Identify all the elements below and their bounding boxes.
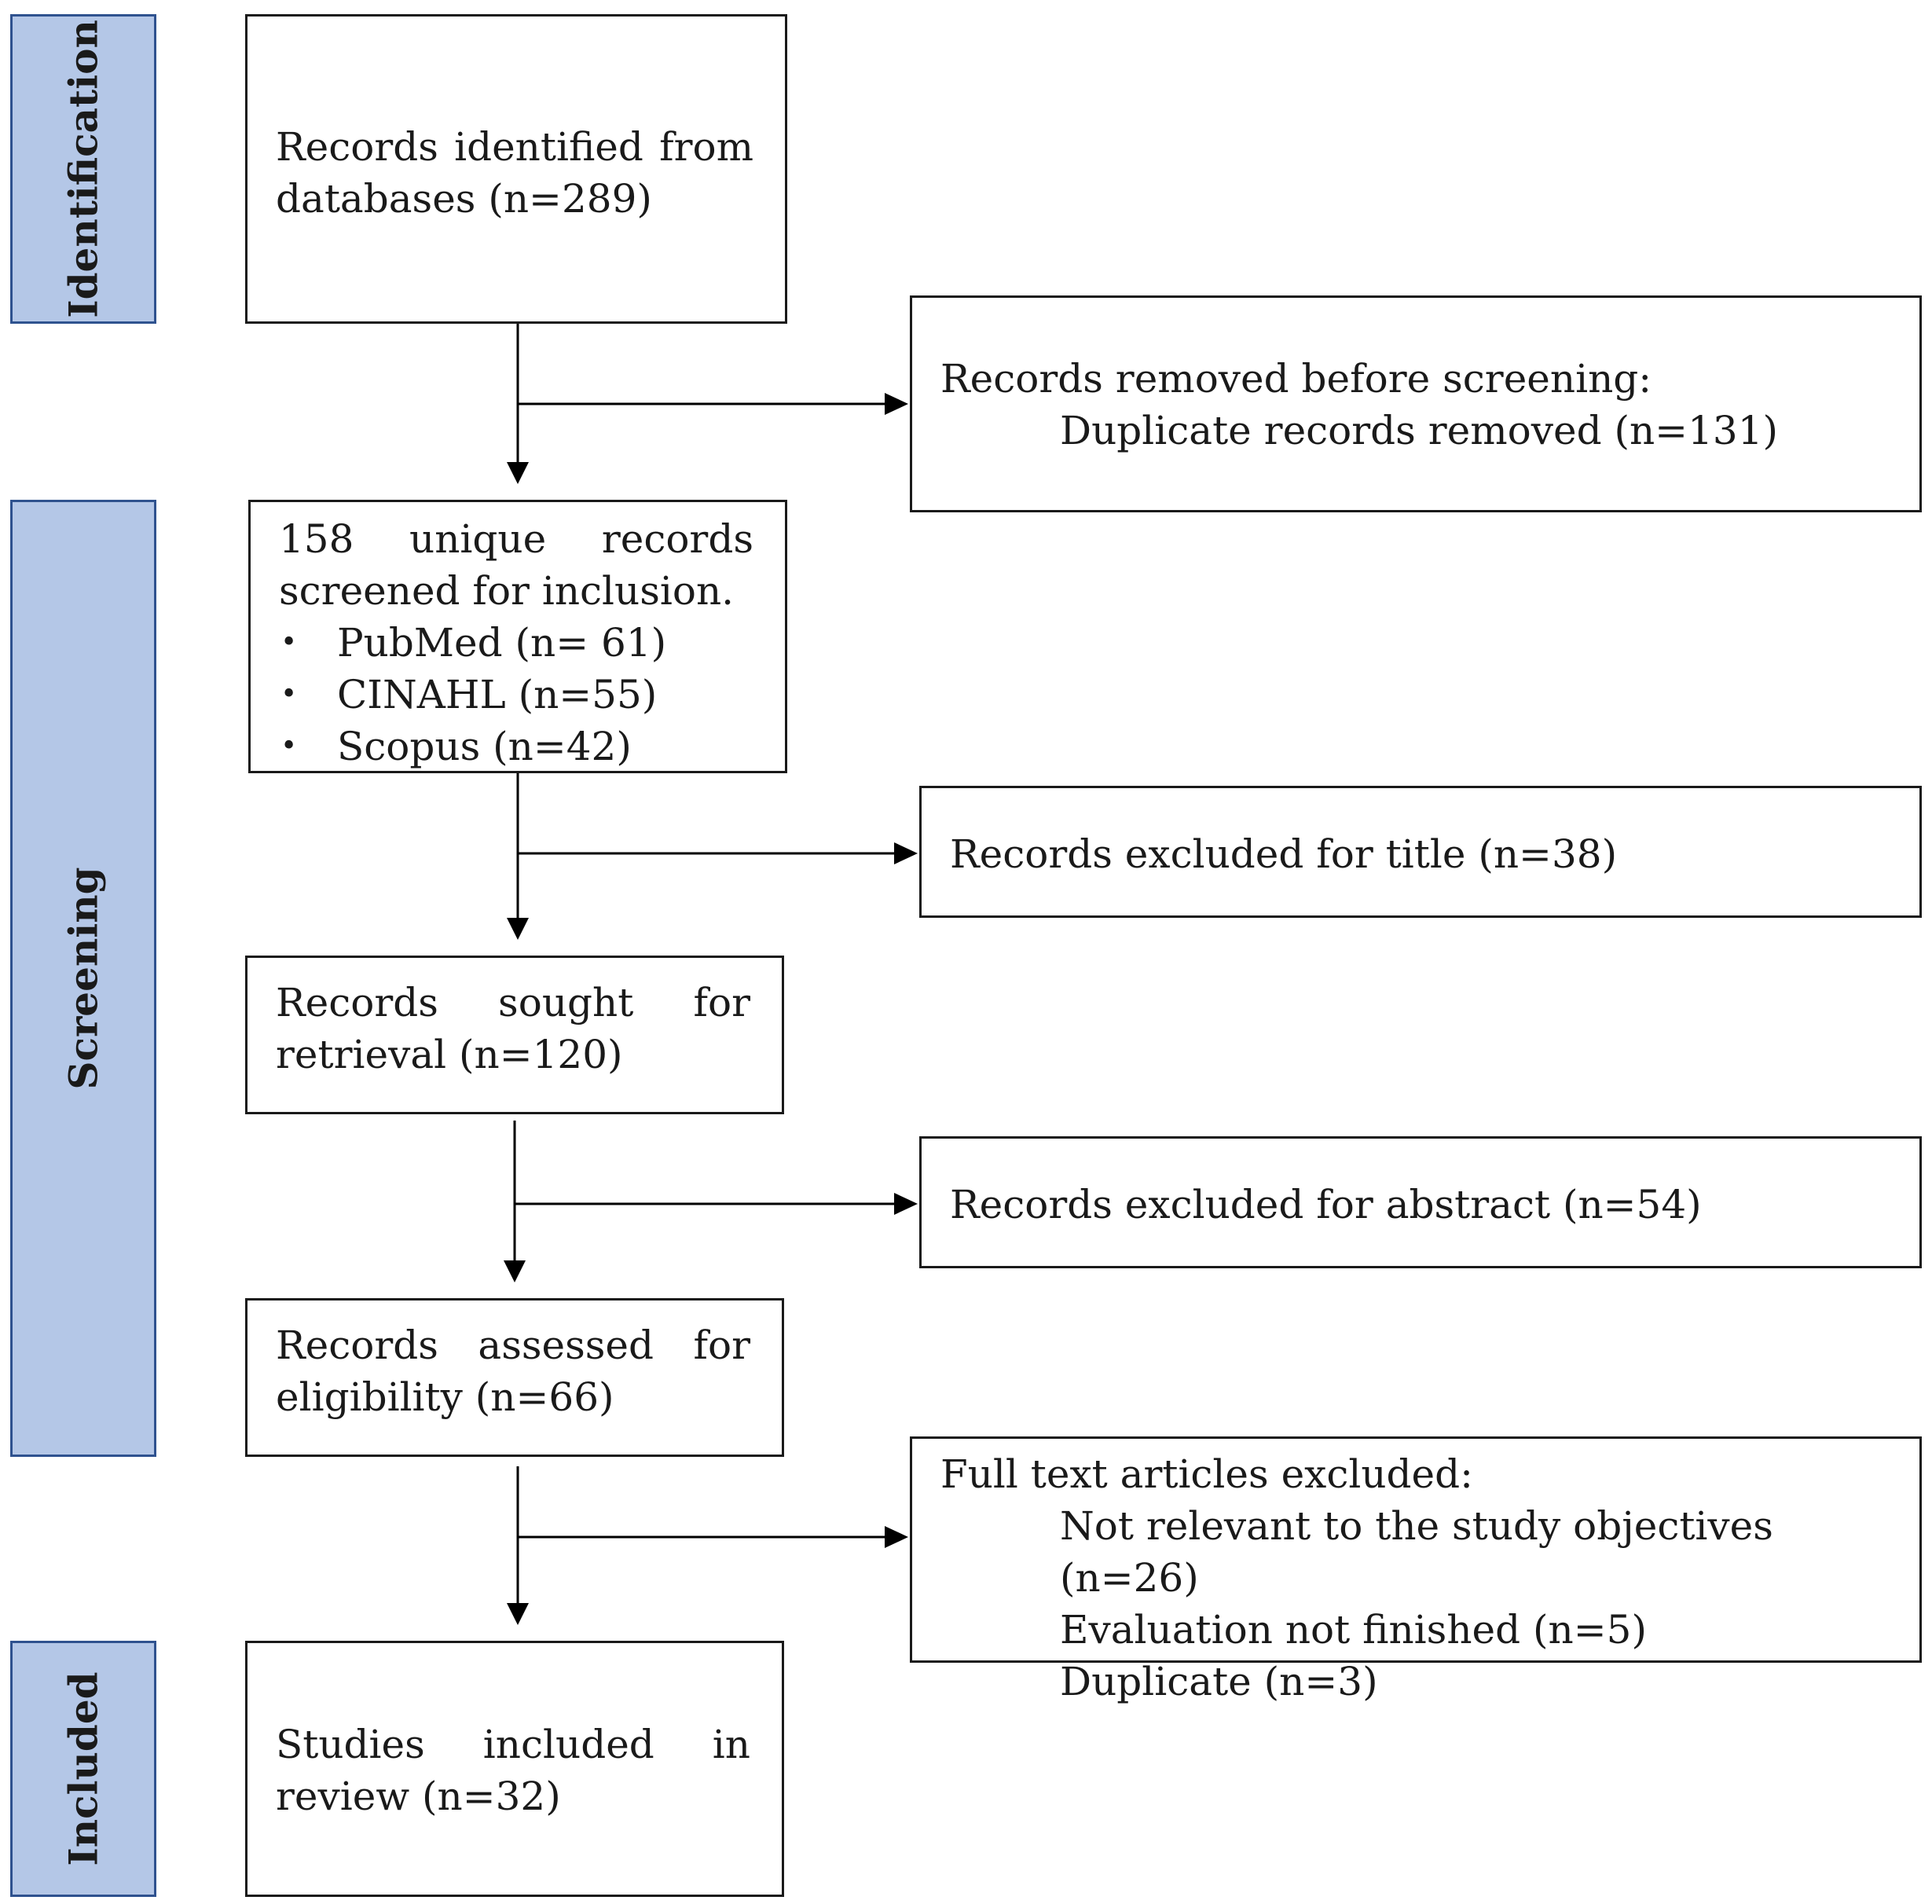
- arrowhead-down: [507, 918, 529, 940]
- excluded-abstract-text: Records excluded for abstract (n=54): [950, 1182, 1702, 1227]
- phase-included: Included: [10, 1641, 156, 1897]
- full-text-excluded-heading: Full text articles excluded:: [940, 1451, 1474, 1497]
- screened-database-list: PubMed (n= 61) CINAHL (n=55) Scopus (n=4…: [279, 617, 753, 772]
- arrowhead-right: [894, 1193, 918, 1215]
- duplicate-records-removed: Duplicate records removed (n=131): [1060, 408, 1779, 453]
- arrowhead-right: [885, 1526, 908, 1548]
- arrowhead-down: [507, 1603, 529, 1625]
- arrowhead-right: [885, 393, 908, 415]
- assessed-eligibility-text: Records assessed for eligibility (n=66): [276, 1323, 750, 1420]
- arrowhead-down: [504, 1260, 526, 1282]
- excluded-abstract-box: Records excluded for abstract (n=54): [919, 1136, 1922, 1268]
- excluded-title-box: Records excluded for title (n=38): [919, 786, 1922, 918]
- screened-box: 158 unique records screened for inclusio…: [248, 500, 787, 773]
- full-text-excluded-content: Full text articles excluded: Not relevan…: [940, 1448, 1888, 1708]
- arrowhead-down: [507, 462, 529, 484]
- removed-before-screening-box: Records removed before screening: Duplic…: [910, 295, 1922, 512]
- screened-content: 158 unique records screened for inclusio…: [279, 513, 753, 772]
- excluded-title-text: Records excluded for title (n=38): [950, 831, 1618, 877]
- sought-retrieval-text: Records sought for retrieval (n=120): [276, 980, 750, 1077]
- full-text-excluded-box: Full text articles excluded: Not relevan…: [910, 1436, 1922, 1704]
- records-identified-text: Records identified from databases (n=289…: [276, 124, 753, 222]
- exclusion-reason: Evaluation not finished (n=5): [1060, 1607, 1647, 1653]
- studies-included-box: Studies included in review (n=32): [245, 1641, 784, 1897]
- phase-identification: Identification: [10, 14, 156, 324]
- screened-database-item: PubMed (n= 61): [279, 617, 753, 669]
- assessed-eligibility-box: Records assessed for eligibility (n=66): [245, 1298, 784, 1457]
- sought-retrieval-box: Records sought for retrieval (n=120): [245, 956, 784, 1114]
- exclusion-reason: Duplicate (n=3): [1060, 1659, 1378, 1704]
- screened-heading: 158 unique records screened for inclusio…: [279, 516, 753, 614]
- phase-screening: Screening: [10, 500, 156, 1457]
- removed-before-screening-content: Records removed before screening: Duplic…: [940, 353, 1888, 457]
- removed-before-screening-heading: Records removed before screening:: [940, 356, 1652, 402]
- exclusion-reason: Not relevant to the study objectives (n=…: [1060, 1503, 1773, 1601]
- records-identified-box: Records identified from databases (n=289…: [245, 14, 787, 324]
- screened-database-item: CINAHL (n=55): [279, 669, 753, 721]
- studies-included-text: Studies included in review (n=32): [276, 1722, 750, 1819]
- screened-database-item: Scopus (n=42): [279, 721, 753, 772]
- arrowhead-right: [894, 842, 918, 864]
